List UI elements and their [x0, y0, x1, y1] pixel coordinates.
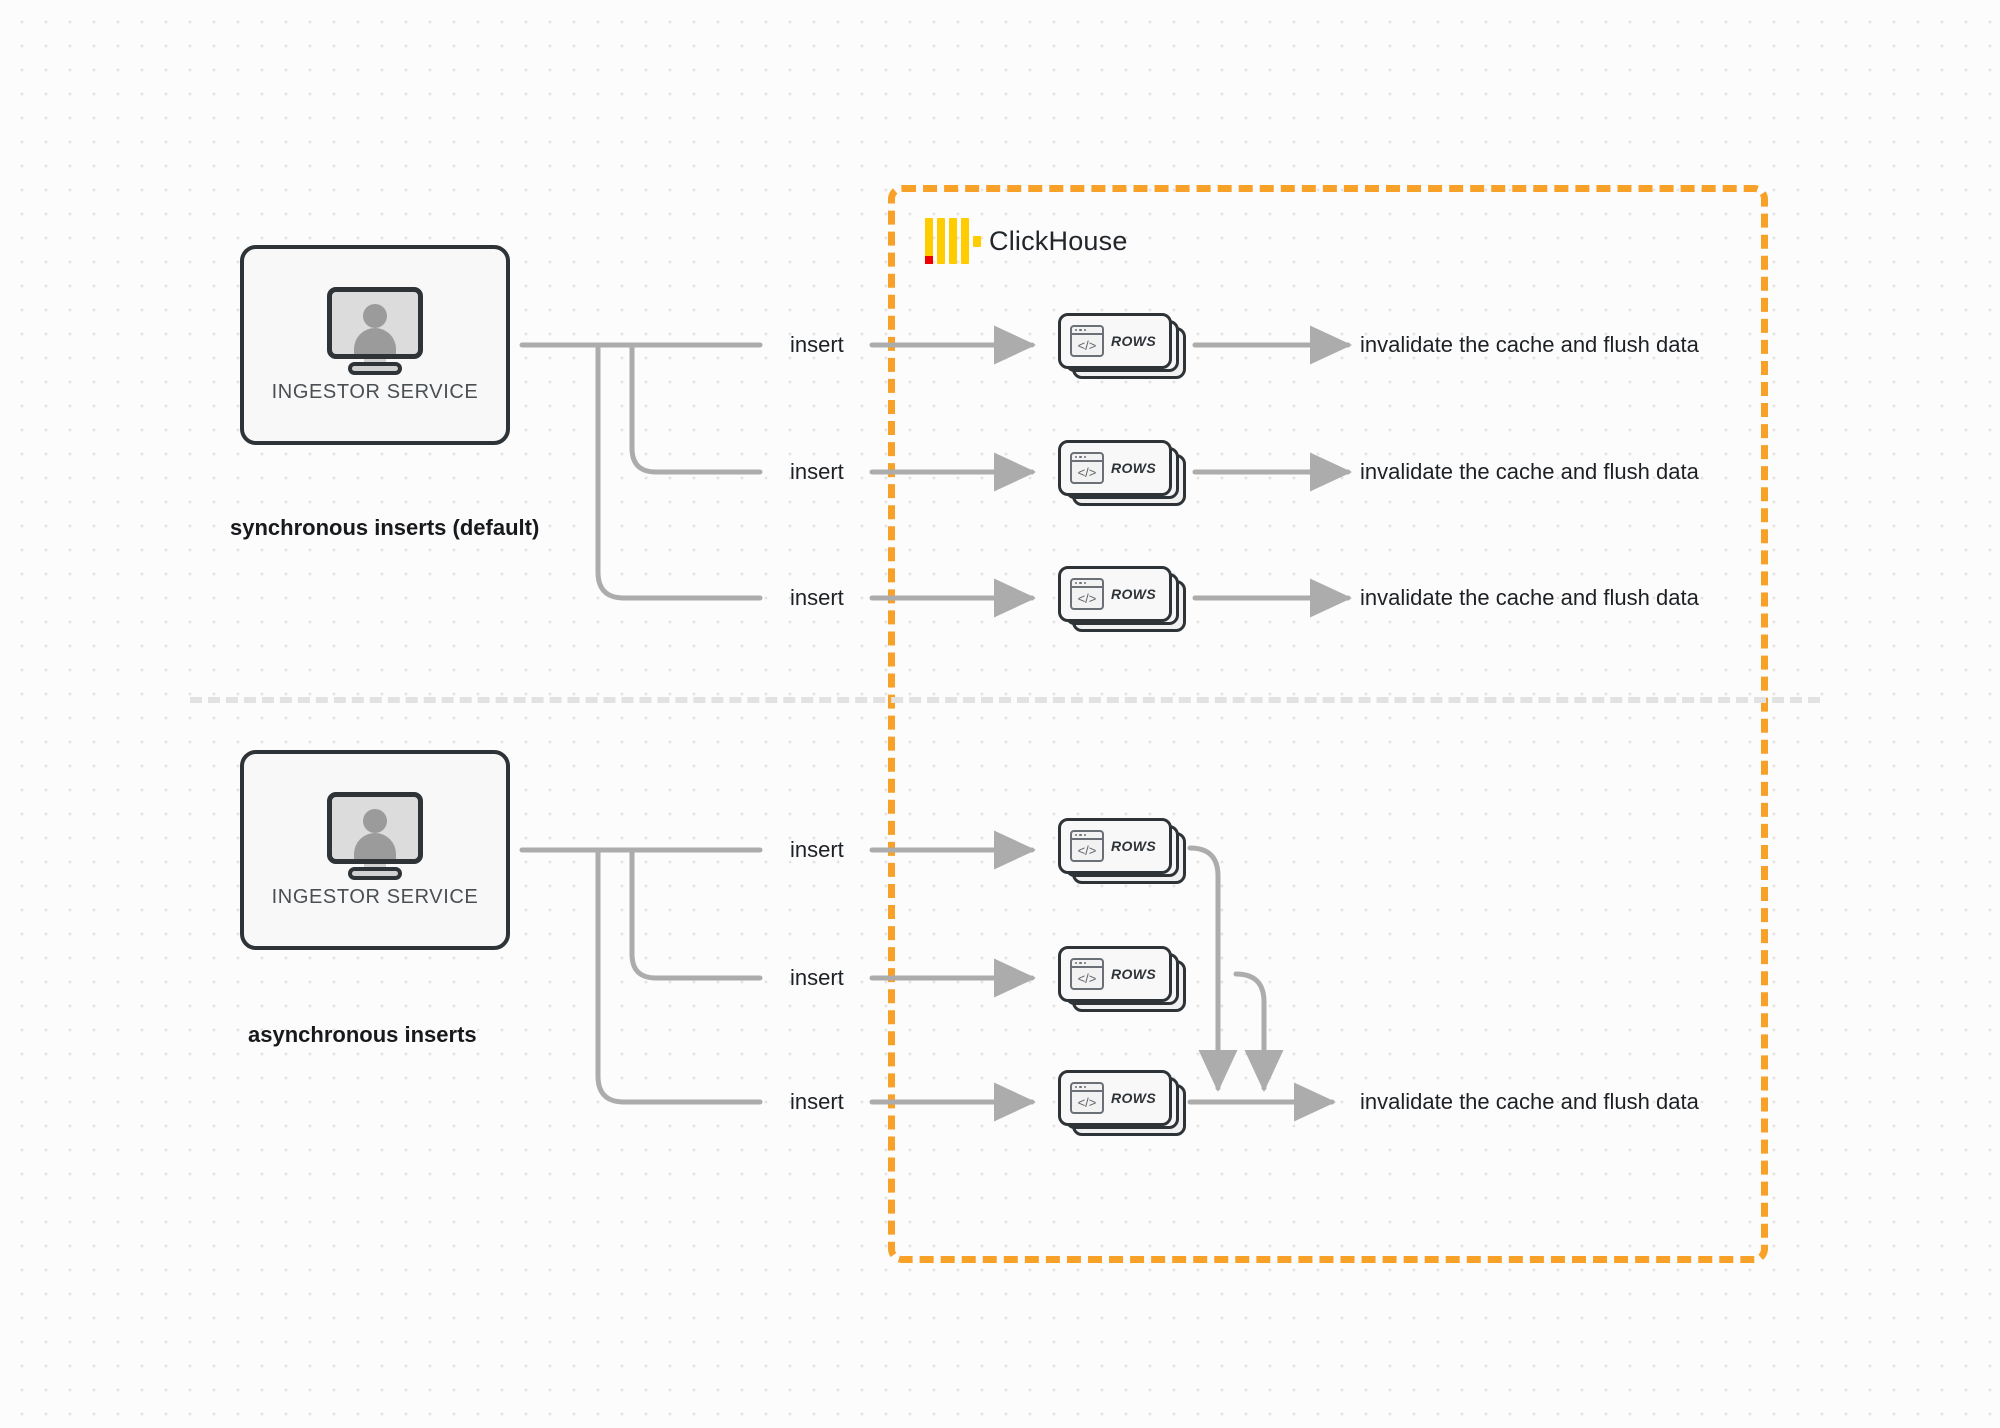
monitor-screen [327, 286, 423, 359]
rows-card-label: ROWS [1111, 586, 1157, 602]
rows-card-front: </> ROWS [1058, 313, 1172, 369]
clickhouse-logo-icon [925, 218, 981, 264]
rows-card-front: </> ROWS [1058, 946, 1172, 1002]
monitor-base [348, 361, 402, 375]
user-head [363, 303, 387, 328]
user-body [354, 327, 396, 354]
code-window-icon: </> [1070, 578, 1104, 610]
sync-insert-label-3: insert [790, 585, 844, 610]
logo-red-square [925, 256, 933, 264]
async-merged-result-label: invalidate the cache and flush data [1360, 1089, 1699, 1114]
clickhouse-brand: ClickHouse [925, 218, 1128, 264]
async-rows-card-1[interactable]: </> ROWS [1058, 818, 1186, 884]
logo-bar-1 [925, 218, 933, 264]
sync-section-caption: synchronous inserts (default) [230, 515, 540, 540]
code-window-titlebar [1072, 454, 1102, 462]
async-section-caption: asynchronous inserts [248, 1022, 477, 1047]
wire-async-branch-2 [629, 847, 763, 981]
titlebar-dot [1075, 961, 1078, 965]
titlebar-dot [1075, 455, 1078, 459]
titlebar-dot [1083, 1085, 1087, 1089]
monitor-user-icon [327, 286, 423, 375]
code-window-icon: </> [1070, 452, 1104, 484]
titlebar-dot [1079, 961, 1082, 965]
code-window-titlebar [1072, 327, 1102, 335]
titlebar-dot [1075, 833, 1078, 837]
rows-card-label: ROWS [1111, 838, 1157, 854]
code-window-titlebar [1072, 832, 1102, 840]
sync-ingestor-label: INGESTOR SERVICE [271, 380, 479, 403]
titlebar-dot [1075, 1085, 1078, 1089]
code-window-icon: </> [1070, 830, 1104, 862]
rows-card-label: ROWS [1111, 460, 1157, 476]
code-glyph: </> [1077, 1094, 1097, 1110]
code-window-titlebar [1072, 1084, 1102, 1092]
user-head [363, 808, 387, 833]
monitor-user-icon [327, 791, 423, 880]
titlebar-dot [1083, 455, 1087, 459]
rows-card-front: </> ROWS [1058, 440, 1172, 496]
titlebar-dot [1083, 961, 1087, 965]
sync-insert-label-1: insert [790, 332, 844, 357]
wire-async-branch-3 [595, 847, 763, 1105]
section-divider [190, 697, 1820, 703]
code-window-titlebar [1072, 580, 1102, 588]
clickhouse-boundary [888, 185, 1768, 1263]
wire-sync-branch-3 [595, 342, 763, 601]
sync-insert-label-2: insert [790, 459, 844, 484]
logo-bar-4 [961, 218, 969, 264]
user-body [354, 832, 396, 859]
code-glyph: </> [1077, 970, 1097, 986]
rows-card-front: </> ROWS [1058, 566, 1172, 622]
titlebar-dot [1079, 455, 1082, 459]
async-insert-label-1: insert [790, 837, 844, 862]
sync-rows-card-2[interactable]: </> ROWS [1058, 440, 1186, 506]
titlebar-dot [1083, 328, 1087, 332]
wire-sync-branch-2 [629, 342, 763, 475]
rows-card-front: </> ROWS [1058, 818, 1172, 874]
sync-result-label-3: invalidate the cache and flush data [1360, 585, 1699, 610]
logo-bar-3 [949, 218, 957, 264]
code-glyph: </> [1077, 590, 1097, 606]
async-insert-label-2: insert [790, 965, 844, 990]
sync-result-label-1: invalidate the cache and flush data [1360, 332, 1699, 357]
titlebar-dot [1079, 581, 1082, 585]
titlebar-dot [1079, 328, 1082, 332]
sync-rows-card-1[interactable]: </> ROWS [1058, 313, 1186, 379]
code-window-icon: </> [1070, 1082, 1104, 1114]
monitor-screen [327, 791, 423, 864]
code-window-titlebar [1072, 960, 1102, 968]
rows-card-label: ROWS [1111, 1090, 1157, 1106]
titlebar-dot [1079, 1085, 1082, 1089]
logo-bar-nub [973, 236, 981, 247]
monitor-base [348, 866, 402, 880]
rows-card-label: ROWS [1111, 966, 1157, 982]
code-glyph: </> [1077, 842, 1097, 858]
async-ingestor-label: INGESTOR SERVICE [271, 885, 479, 908]
titlebar-dot [1079, 833, 1082, 837]
rows-card-label: ROWS [1111, 333, 1157, 349]
code-glyph: </> [1077, 337, 1097, 353]
async-rows-card-2[interactable]: </> ROWS [1058, 946, 1186, 1012]
code-window-icon: </> [1070, 958, 1104, 990]
titlebar-dot [1075, 581, 1078, 585]
async-rows-card-3[interactable]: </> ROWS [1058, 1070, 1186, 1136]
code-window-icon: </> [1070, 325, 1104, 357]
titlebar-dot [1075, 328, 1078, 332]
titlebar-dot [1083, 581, 1087, 585]
titlebar-dot [1083, 833, 1087, 837]
logo-bar-2 [937, 218, 945, 264]
sync-ingestor-service[interactable]: INGESTOR SERVICE [240, 245, 510, 445]
sync-result-label-2: invalidate the cache and flush data [1360, 459, 1699, 484]
code-glyph: </> [1077, 464, 1097, 480]
sync-rows-card-3[interactable]: </> ROWS [1058, 566, 1186, 632]
async-insert-label-3: insert [790, 1089, 844, 1114]
rows-card-front: </> ROWS [1058, 1070, 1172, 1126]
clickhouse-wordmark: ClickHouse [989, 225, 1128, 256]
async-ingestor-service[interactable]: INGESTOR SERVICE [240, 750, 510, 950]
